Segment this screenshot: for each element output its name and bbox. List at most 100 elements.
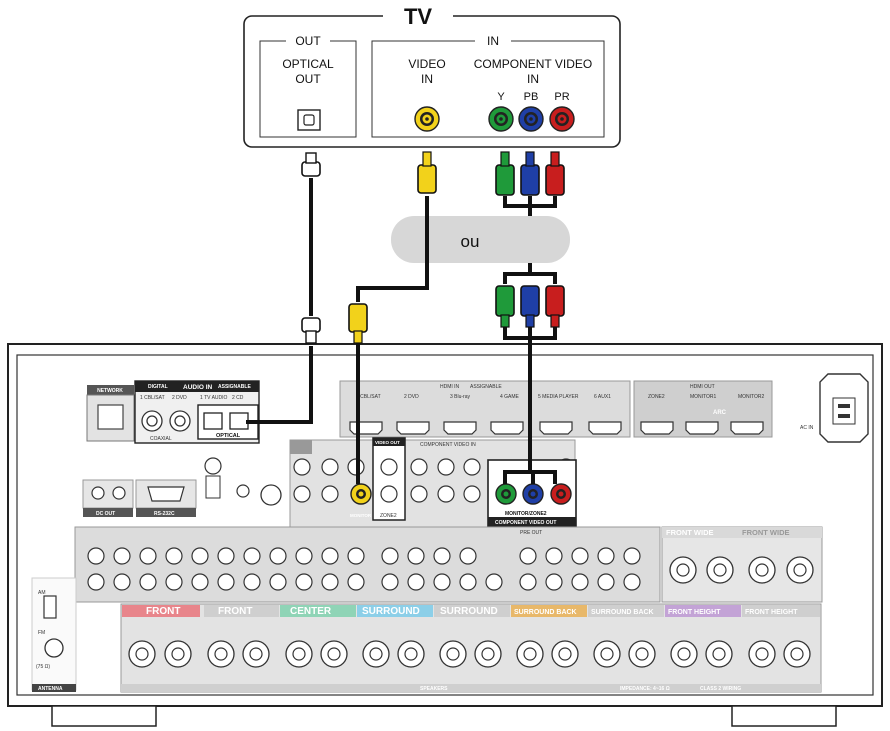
hdmi-in-4-label: 4 GAME: [500, 394, 520, 400]
receiver-y-out-jack[interactable]: [495, 483, 517, 505]
dc-out-label: DC OUT: [96, 511, 115, 517]
band-surround-back-right: [511, 605, 587, 617]
speaker-center-label: CENTER: [290, 606, 332, 617]
rs232c-label: RS-232C: [154, 511, 175, 517]
optical-out-label-1: OPTICAL: [282, 57, 334, 71]
pb-label: PB: [524, 91, 539, 103]
hdmi-in-1-port[interactable]: [349, 421, 383, 435]
or-separator: ou: [391, 216, 570, 263]
coaxial-in-1-label: 1 CBL/SAT: [140, 395, 165, 401]
component-cable-upper: [495, 151, 565, 216]
optical-in-1-port[interactable]: [203, 412, 223, 430]
component-video-in-label-1: COMPONENT VIDEO: [474, 57, 592, 71]
dc-out-1-jack[interactable]: [91, 486, 105, 500]
hdmi-in-1-label: 1 CBL/SAT: [356, 394, 381, 400]
front-wide-right-label: FRONT WIDE: [666, 528, 714, 537]
am-antenna-terminal[interactable]: [43, 595, 57, 619]
tv-optical-port[interactable]: [297, 109, 321, 131]
speaker-surround-right-label: SURROUND: [362, 606, 420, 617]
speaker-surround-back-right-label: SURROUND BACK: [514, 609, 577, 616]
arc-label: ARC: [713, 410, 727, 416]
am-label: AM: [38, 590, 46, 596]
hdmi-out-label: HDMI OUT: [690, 384, 715, 390]
fm-antenna-jack[interactable]: [44, 638, 64, 658]
dc-out-2-jack[interactable]: [112, 486, 126, 500]
receiver-monitor-video-out-jack[interactable]: [350, 483, 372, 505]
front-wide-left-label: FRONT WIDE: [742, 528, 790, 537]
or-label: ou: [461, 232, 480, 251]
component-video-in-label-2: IN: [527, 72, 539, 86]
front-wide-terminals[interactable]: [669, 556, 814, 584]
speaker-front-height-right-label: FRONT HEIGHT: [668, 609, 721, 616]
coaxial-in-2-label: 2 DVD: [172, 395, 187, 401]
digital-label: DIGITAL: [148, 384, 168, 390]
audio-in-label: AUDIO IN: [183, 384, 213, 391]
optical-cable: [246, 152, 321, 424]
receiver-zone2-video-out-jack[interactable]: [380, 485, 398, 503]
hdmi-in-5-label: 5 MEDIA PLAYER: [538, 394, 579, 400]
coaxial-label: COAXIAL: [150, 436, 172, 442]
fm-ohm-label: (75 Ω): [36, 664, 50, 670]
tv-video-in-jack[interactable]: [414, 106, 440, 132]
monitor-label: MONITOR: [350, 513, 372, 518]
tv-pb-jack[interactable]: [518, 106, 544, 132]
hdmi-in-6-label: 6 AUX1: [594, 394, 611, 400]
assignable-label-digital: ASSIGNABLE: [218, 384, 251, 390]
hdmi-out-zone2-port[interactable]: [640, 421, 674, 435]
hdmi-in-5-port[interactable]: [539, 421, 573, 435]
tv-pr-jack[interactable]: [549, 106, 575, 132]
hdmi-out-monitor1-label: MONITOR1: [690, 394, 717, 400]
optical-in-2-port[interactable]: [229, 412, 249, 430]
optical-in-1-label: 1 TV AUDIO: [200, 395, 228, 401]
coaxial-in-1-jack[interactable]: [141, 410, 163, 432]
pr-label: PR: [554, 91, 569, 103]
impedance-label: IMPEDANCE: 4~16 Ω: [620, 686, 670, 692]
optical-in-2-label: 2 CD: [232, 395, 244, 401]
tv-panel: TV OUT OPTICAL OUT IN VIDEO IN COMPONENT…: [243, 4, 621, 148]
band-surround-back-left: [588, 605, 664, 617]
band-front-height-left: [742, 605, 820, 617]
rs232c-port[interactable]: [147, 486, 185, 502]
speaker-surround-back-left-label: SURROUND BACK: [591, 609, 654, 616]
network-port[interactable]: [97, 404, 124, 430]
audio-in-rca-grid: [87, 547, 641, 591]
ac-in-label: AC IN: [800, 425, 814, 431]
hdmi-out-zone2-label: ZONE2: [648, 394, 665, 400]
pre-out-label: PRE OUT: [520, 530, 542, 536]
video-in-label-1: VIDEO: [408, 57, 445, 71]
coaxial-in-2-jack[interactable]: [169, 410, 191, 432]
band-front-height-right: [665, 605, 741, 617]
ac-in-socket[interactable]: [819, 373, 869, 443]
antenna-label: ANTENNA: [38, 686, 63, 692]
speaker-front-right-label: FRONT: [146, 606, 180, 617]
hdmi-in-6-port[interactable]: [588, 421, 622, 435]
optical-out-label-2: OUT: [295, 72, 321, 86]
hdmi-out-monitor2-port[interactable]: [730, 421, 764, 435]
band-surround-right: [357, 605, 433, 617]
tv-in-label: IN: [487, 34, 499, 48]
video-in-label-2: IN: [421, 72, 433, 86]
hdmi-in-3-label: 3 Blu-ray: [450, 394, 471, 400]
speaker-terminals[interactable]: [128, 640, 811, 668]
class2-label: CLASS 2 WIRING: [700, 686, 741, 692]
hdmi-in-4-port[interactable]: [490, 421, 524, 435]
receiver-pr-out-jack[interactable]: [550, 483, 572, 505]
hdmi-out-monitor1-port[interactable]: [685, 421, 719, 435]
hdmi-in-2-port[interactable]: [396, 421, 430, 435]
band-center: [280, 605, 356, 617]
video-out-label: VIDEO OUT: [375, 440, 400, 445]
speakers-label: SPEAKERS: [420, 686, 448, 692]
speaker-front-left-label: FRONT: [218, 606, 252, 617]
tv-y-jack[interactable]: [488, 106, 514, 132]
component-cable-lower: [495, 263, 565, 484]
component-video-out-label: COMPONENT VIDEO OUT: [495, 520, 556, 526]
av-receiver-rear-panel: NETWORK DIGITAL AUDIO IN ASSIGNABLE 1 CB…: [7, 343, 883, 727]
optical-label: OPTICAL: [216, 433, 241, 439]
hdmi-out-monitor2-label: MONITOR2: [738, 394, 765, 400]
composite-video-cable: [348, 151, 437, 484]
receiver-pb-out-jack[interactable]: [522, 483, 544, 505]
hdmi-in-3-port[interactable]: [443, 421, 477, 435]
network-label: NETWORK: [97, 388, 123, 394]
zone2-video-label: ZONE2: [380, 513, 397, 519]
